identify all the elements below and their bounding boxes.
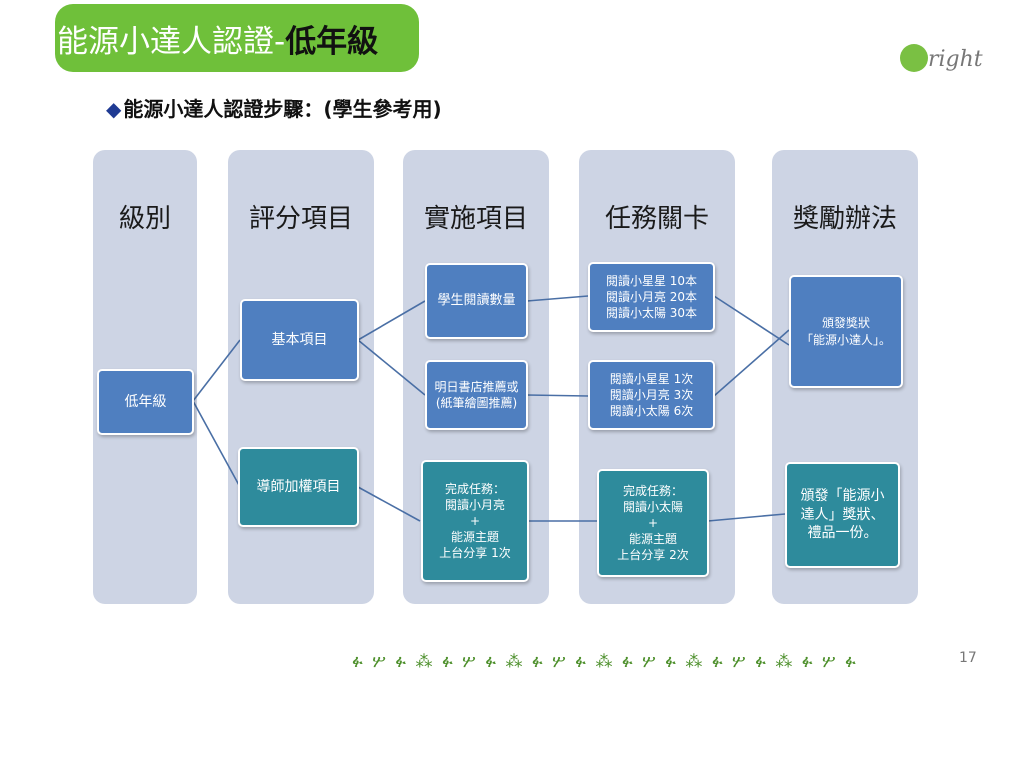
task-line: 閱讀小星星 10本 <box>605 273 698 288</box>
task-line: 上台分享 2次 <box>617 548 689 563</box>
task-line: 能源主題 <box>628 532 677 547</box>
header-scoring: 評分項目 <box>248 204 353 234</box>
task-line: 完成任務： <box>622 483 683 498</box>
box-tasks-times: 閱讀小星星 1次 閱讀小月亮 3次 閱讀小太陽 6次 <box>588 360 715 430</box>
reward-line: 頒發「能源小 <box>800 487 885 504</box>
task-line: 閱讀小月亮 <box>444 497 505 512</box>
title-level: 低年級 <box>285 23 379 60</box>
box-mentor-items: 導師加權項目 <box>238 447 359 527</box>
header-implementation: 實施項目 <box>423 204 528 234</box>
reward-line: 禮品一份。 <box>807 525 878 542</box>
subtitle-text: 能源小達人認證步驟：(學生參考用) <box>123 97 442 121</box>
header-tasks: 任務關卡 <box>604 204 709 234</box>
task-line: 閱讀小太陽 30本 <box>605 306 698 321</box>
box-grade: 低年級 <box>97 369 194 435</box>
box-reward-gift: 頒發「能源小 達人」獎狀、 禮品一份。 <box>785 462 900 568</box>
recommend-line: 明日書店推薦或 <box>434 379 519 394</box>
recommend-line: (紙筆繪圖推薦) <box>435 396 518 410</box>
task-line: 閱讀小星星 1次 <box>609 371 694 386</box>
box-complete-task-moon: 完成任務： 閱讀小月亮 + 能源主題 上台分享 1次 <box>421 460 529 582</box>
box-reward-certificate: 頒發獎狀 「能源小達人」。 <box>789 275 903 388</box>
slide-title: 能源小達人認證-低年級 <box>55 4 419 72</box>
subtitle: ◆能源小達人認證步驟：(學生參考用) <box>106 93 442 122</box>
right-logo-icon: right <box>900 44 983 72</box>
header-level: 級別 <box>118 204 171 234</box>
task-line: 完成任務： <box>444 481 505 496</box>
task-line: 上台分享 1次 <box>439 546 511 561</box>
task-line: 閱讀小月亮 20本 <box>605 289 698 304</box>
task-line: + <box>647 515 659 530</box>
box-tasks-books: 閱讀小星星 10本 閱讀小月亮 20本 閱讀小太陽 30本 <box>588 262 715 332</box>
reward-line: 頒發獎狀 <box>821 316 870 331</box>
box-basic-items: 基本項目 <box>240 299 359 381</box>
logo-text: right <box>928 47 983 72</box>
box-recommend: 明日書店推薦或 (紙筆繪圖推薦) <box>425 360 528 430</box>
footer-decoration: ፉ ሦ ፉ ⁂ ፉ ሦ ፉ ⁂ ፉ ሦ ፉ ⁂ ፉ ሦ ፉ ⁂ ፉ ሦ ፉ ⁂ … <box>352 652 858 672</box>
diamond-bullet-icon: ◆ <box>106 97 122 121</box>
box-complete-task-sun: 完成任務： 閱讀小太陽 + 能源主題 上台分享 2次 <box>597 469 709 577</box>
task-line: 能源主題 <box>450 530 499 545</box>
title-main: 能源小達人認證- <box>57 23 286 60</box>
task-line: 閱讀小月亮 3次 <box>609 387 694 402</box>
box-reading-count: 學生閱讀數量 <box>425 263 528 339</box>
header-rewards: 獎勵辦法 <box>792 204 897 234</box>
task-line: 閱讀小太陽 6次 <box>609 404 694 419</box>
reward-line: 達人」獎狀、 <box>800 506 885 523</box>
page-number: 17 <box>959 650 977 666</box>
reward-line: 「能源小達人」。 <box>800 332 891 347</box>
task-line: 閱讀小太陽 <box>622 499 683 514</box>
task-line: + <box>469 513 481 528</box>
